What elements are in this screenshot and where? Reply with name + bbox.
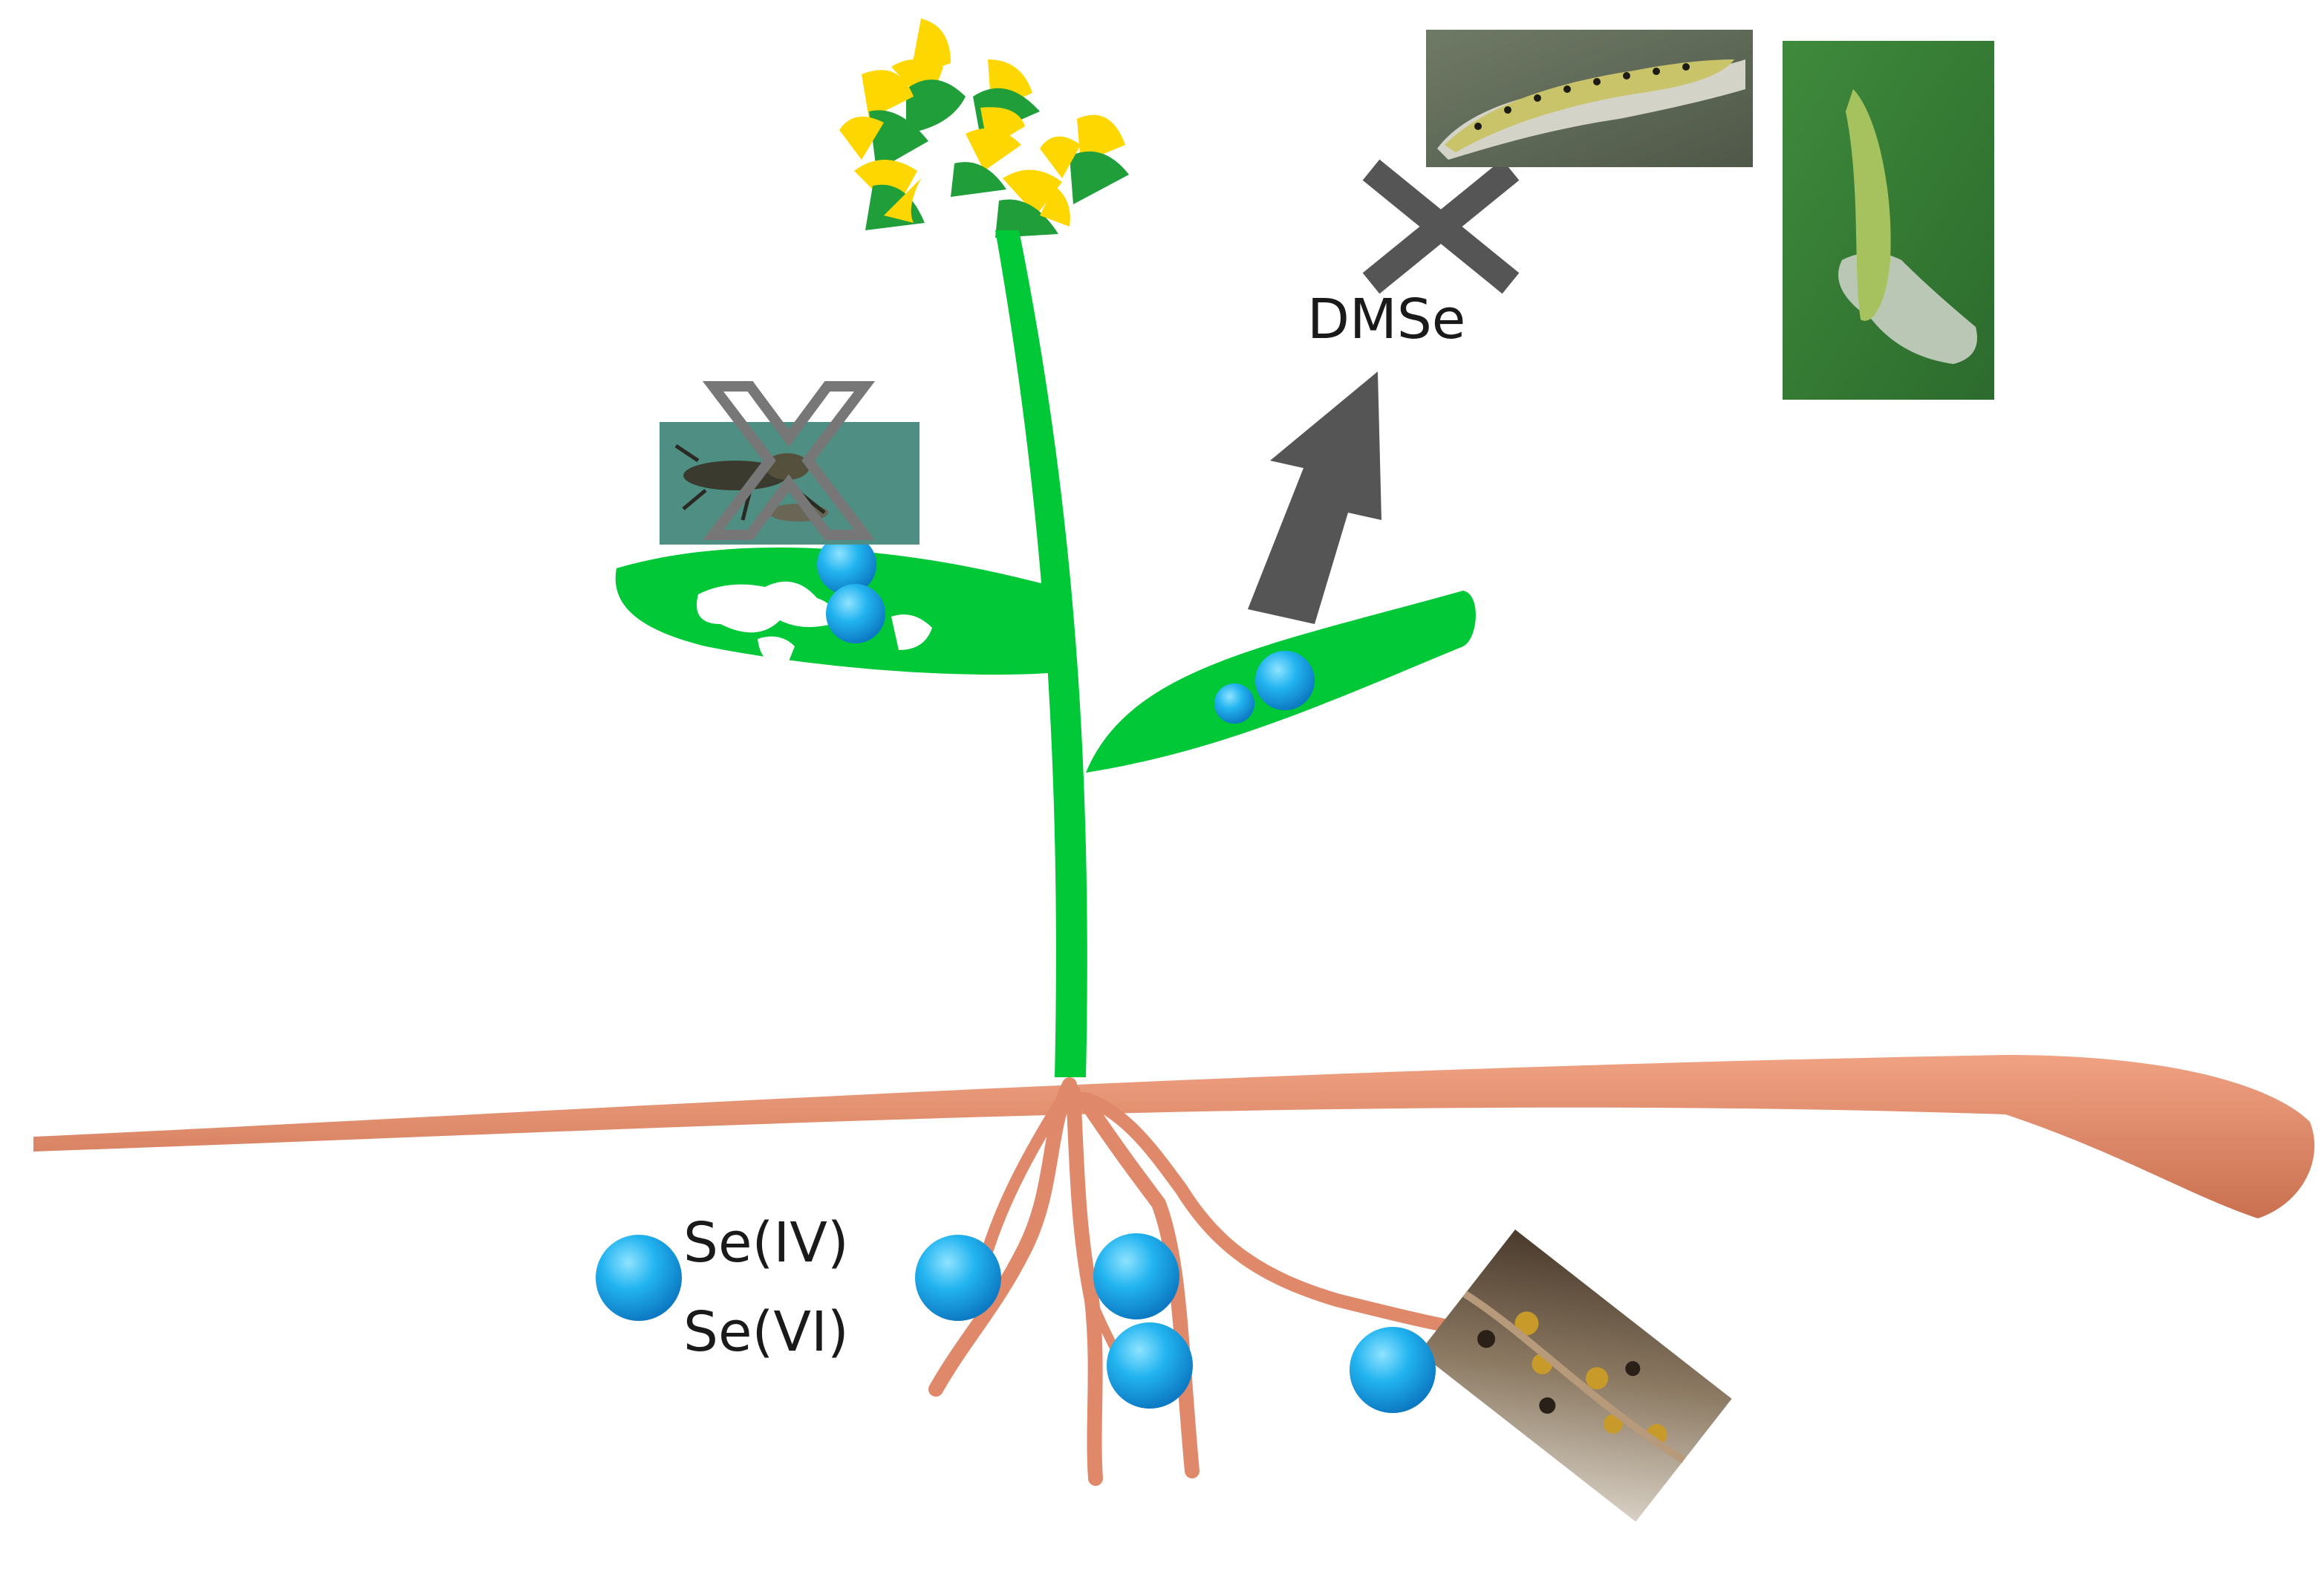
- x-icon: [1362, 159, 1520, 294]
- selenite-label: Se(IV): [683, 1211, 849, 1275]
- selenium-particle: [915, 1235, 1001, 1321]
- selenium-particle: [1107, 1322, 1193, 1409]
- selenate-label: Se(VI): [683, 1300, 849, 1364]
- caterpillar-photo: [1426, 30, 1753, 167]
- dmse-label: DMSe: [1307, 288, 1465, 351]
- flower: [995, 169, 1070, 238]
- selenium-particle: [1255, 651, 1315, 710]
- leaf-damage: [758, 636, 795, 666]
- soil-line-root: [33, 1055, 2315, 1218]
- leaf-damage: [891, 614, 932, 650]
- flower: [1040, 114, 1129, 204]
- selenium-particles: [596, 535, 1436, 1413]
- leaf-damage: [697, 581, 834, 633]
- flower: [839, 70, 928, 171]
- root-system: [928, 1077, 1522, 1486]
- stem: [995, 230, 1087, 1077]
- selenium-particle: [1093, 1233, 1179, 1319]
- arrow-up-right-icon: [1248, 371, 1381, 624]
- selenium-particle: [1214, 683, 1254, 724]
- flower: [951, 128, 1021, 197]
- selenium-particle: [1350, 1327, 1436, 1413]
- flower: [973, 59, 1040, 149]
- selenium-particle: [817, 535, 876, 594]
- selenium-particle: [596, 1235, 682, 1321]
- mycorrhiza-photo: [1419, 1230, 1732, 1522]
- x-icon: [702, 381, 876, 540]
- flower-cluster: [839, 19, 1129, 238]
- flower: [854, 160, 925, 230]
- larva-on-leaf-photo: [1783, 41, 1994, 400]
- selenium-particle: [826, 584, 885, 643]
- flower: [891, 19, 966, 134]
